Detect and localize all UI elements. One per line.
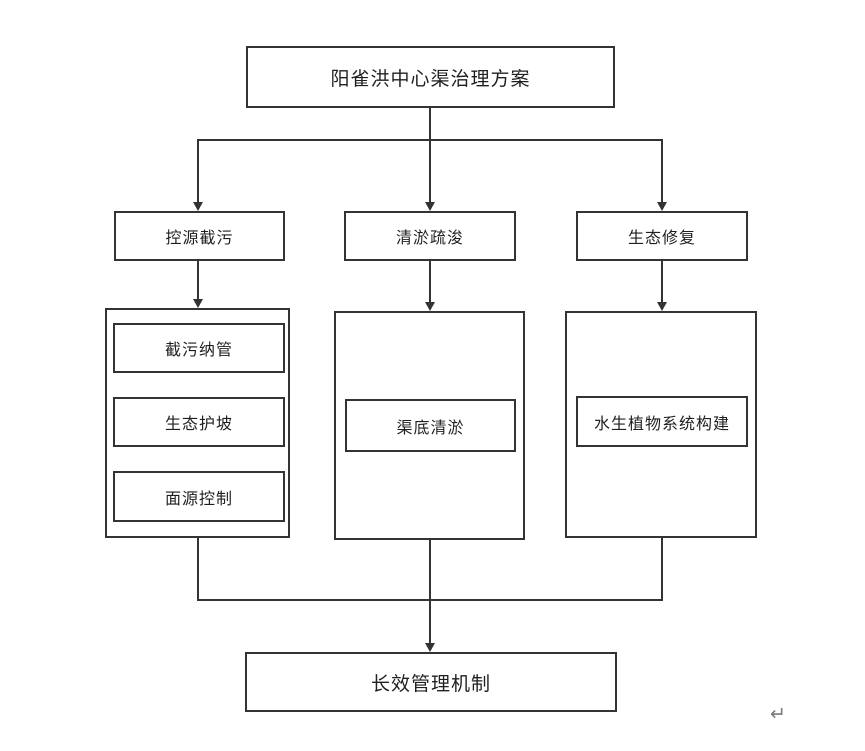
connector-branch2-drop (429, 139, 431, 203)
node-branch-eco-restoration-label: 生态修复 (627, 230, 696, 247)
node-branch-source-control-label: 控源截污 (165, 230, 234, 247)
node-leaf-intercept-pipes-label: 截污纳管 (164, 342, 233, 359)
connector-branch1-drop (197, 139, 199, 203)
arrowhead-branch2-icon (425, 202, 435, 211)
connector-branch3-drop (661, 139, 663, 203)
arrowhead-group3-icon (657, 302, 667, 311)
node-leaf-aquatic-plants: 水生植物系统构建 (576, 396, 748, 447)
connector-branch2-to-group (429, 261, 431, 303)
node-leaf-eco-slope-label: 生态护坡 (164, 416, 233, 433)
node-leaf-channel-desilting-label: 渠底清淤 (396, 419, 465, 437)
node-leaf-intercept-pipes: 截污纳管 (113, 323, 285, 373)
node-root: 阳雀洪中心渠治理方案 (246, 46, 615, 108)
node-footer-label: 长效管理机制 (370, 673, 491, 695)
node-branch-eco-restoration: 生态修复 (576, 211, 748, 261)
node-footer: 长效管理机制 (245, 652, 617, 712)
node-leaf-channel-desilting: 渠底清淤 (345, 399, 516, 452)
paragraph-return-icon: ↵ (770, 704, 786, 725)
node-leaf-eco-slope: 生态护坡 (113, 397, 285, 447)
node-leaf-nonpoint-control: 面源控制 (113, 471, 285, 522)
node-branch-source-control: 控源截污 (114, 211, 285, 261)
node-leaf-aquatic-plants-label: 水生植物系统构建 (593, 415, 730, 433)
arrowhead-branch3-icon (657, 202, 667, 211)
arrowhead-group2-icon (425, 302, 435, 311)
connector-root-vertical (429, 107, 431, 141)
connector-branch1-to-group (197, 261, 199, 300)
arrowhead-footer-icon (425, 643, 435, 652)
connector-branch3-to-group (661, 261, 663, 303)
node-leaf-nonpoint-control-label: 面源控制 (164, 490, 233, 508)
node-root-label: 阳雀洪中心渠治理方案 (330, 68, 531, 90)
node-branch-dredging-label: 清淤疏浚 (395, 230, 464, 247)
connector-footer-vertical (429, 539, 431, 644)
arrowhead-branch1-icon (193, 202, 203, 211)
connector-group3-down (661, 537, 663, 601)
connector-group1-down (197, 537, 199, 601)
node-branch-dredging: 清淤疏浚 (344, 211, 516, 261)
arrowhead-group1-icon (193, 299, 203, 308)
